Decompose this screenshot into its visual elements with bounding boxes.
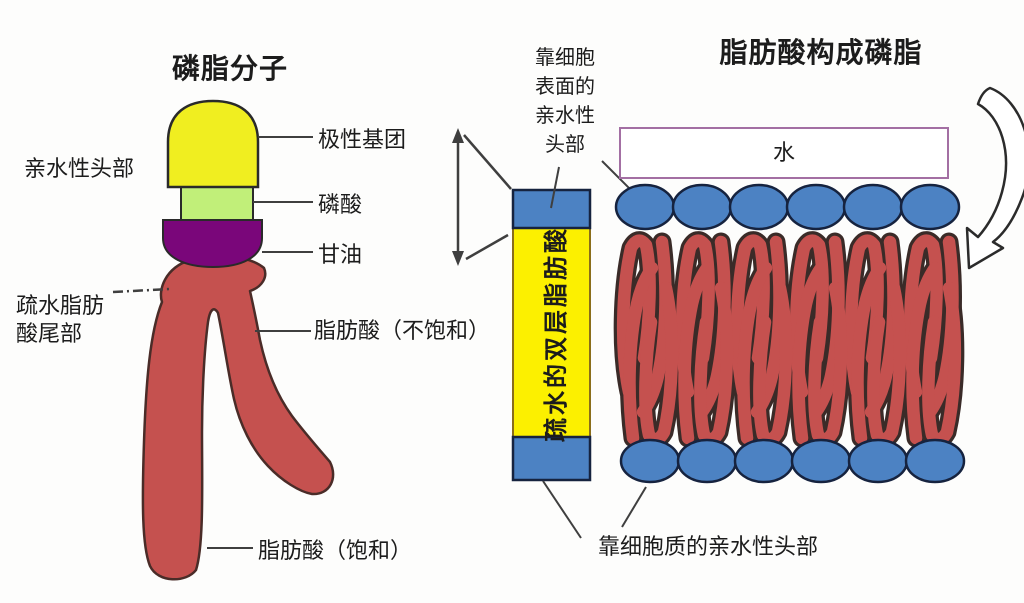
bottom-head-oval <box>790 438 852 484</box>
top-tail <box>616 234 656 399</box>
surface-hydrophilic-head-label: 靠细胞 表面的 亲水性 头部 <box>535 47 595 156</box>
bottom-tail <box>906 261 942 445</box>
top-tail <box>730 234 770 399</box>
top-head-oval <box>614 183 676 231</box>
polar-group-label: 极性基团 <box>318 127 407 152</box>
top-tail <box>809 235 845 419</box>
top-tail <box>923 235 959 419</box>
top-head-oval <box>842 183 904 231</box>
bottom-tail <box>737 261 773 445</box>
bottom-tail <box>639 281 679 446</box>
fatty-acid-tails-shape <box>141 254 335 581</box>
fatty-acid-unsaturated-label: 脂肪酸（不饱和） <box>314 318 491 343</box>
fatty-acid-saturated-label: 脂肪酸（饱和） <box>258 538 413 563</box>
hydrophobic-double-layer-label: 疏水的双层脂肪酸 <box>544 226 570 442</box>
polar-group-shape <box>166 99 260 189</box>
glycerol-label: 甘油 <box>318 242 363 267</box>
top-tail <box>695 235 731 419</box>
top-head-oval <box>899 183 961 231</box>
water-box <box>619 127 949 179</box>
phosphate-shape <box>180 186 254 221</box>
bottom-head-oval <box>619 438 681 484</box>
bottom-tail <box>792 261 828 445</box>
hydrophobic-tail-label: 疏水脂肪 酸尾部 <box>16 293 105 346</box>
top-head-oval <box>728 183 790 231</box>
bottom-tail <box>851 261 887 445</box>
height-double-arrow <box>452 128 512 266</box>
phospholipid-molecule-figure <box>141 99 335 581</box>
cytoplasm-hydrophilic-head-label: 靠细胞质的亲水性头部 <box>598 534 819 559</box>
curved-arrow-icon <box>965 86 1024 270</box>
bar-bottom-head-cap <box>511 435 592 482</box>
bottom-tail <box>867 281 907 446</box>
hydrophilic-head-label: 亲水性头部 <box>24 156 135 181</box>
bottom-head-oval <box>847 438 909 484</box>
water-label: 水 <box>772 140 795 165</box>
bar-top-head-cap <box>511 188 592 230</box>
bottom-tail <box>694 281 734 446</box>
bilayer-bar-figure <box>511 188 592 482</box>
bilayer-membrane-figure <box>613 183 966 484</box>
left-leader-lines <box>112 136 313 549</box>
phosphate-label: 磷酸 <box>318 192 363 217</box>
bottom-tail <box>922 281 962 446</box>
glycerol-shape <box>162 219 263 269</box>
bottom-tail <box>623 261 659 445</box>
top-head-oval <box>671 183 733 231</box>
top-head-oval <box>785 183 847 231</box>
bottom-head-oval <box>676 438 738 484</box>
bottom-tail <box>808 281 848 446</box>
left-title: 磷脂分子 <box>171 54 288 85</box>
top-tail <box>844 234 884 399</box>
bottom-tail <box>678 261 714 445</box>
right-title: 脂肪酸构成磷脂 <box>719 38 923 69</box>
bottom-tail <box>753 281 793 446</box>
bottom-head-oval <box>733 438 795 484</box>
bottom-head-oval <box>904 438 966 484</box>
